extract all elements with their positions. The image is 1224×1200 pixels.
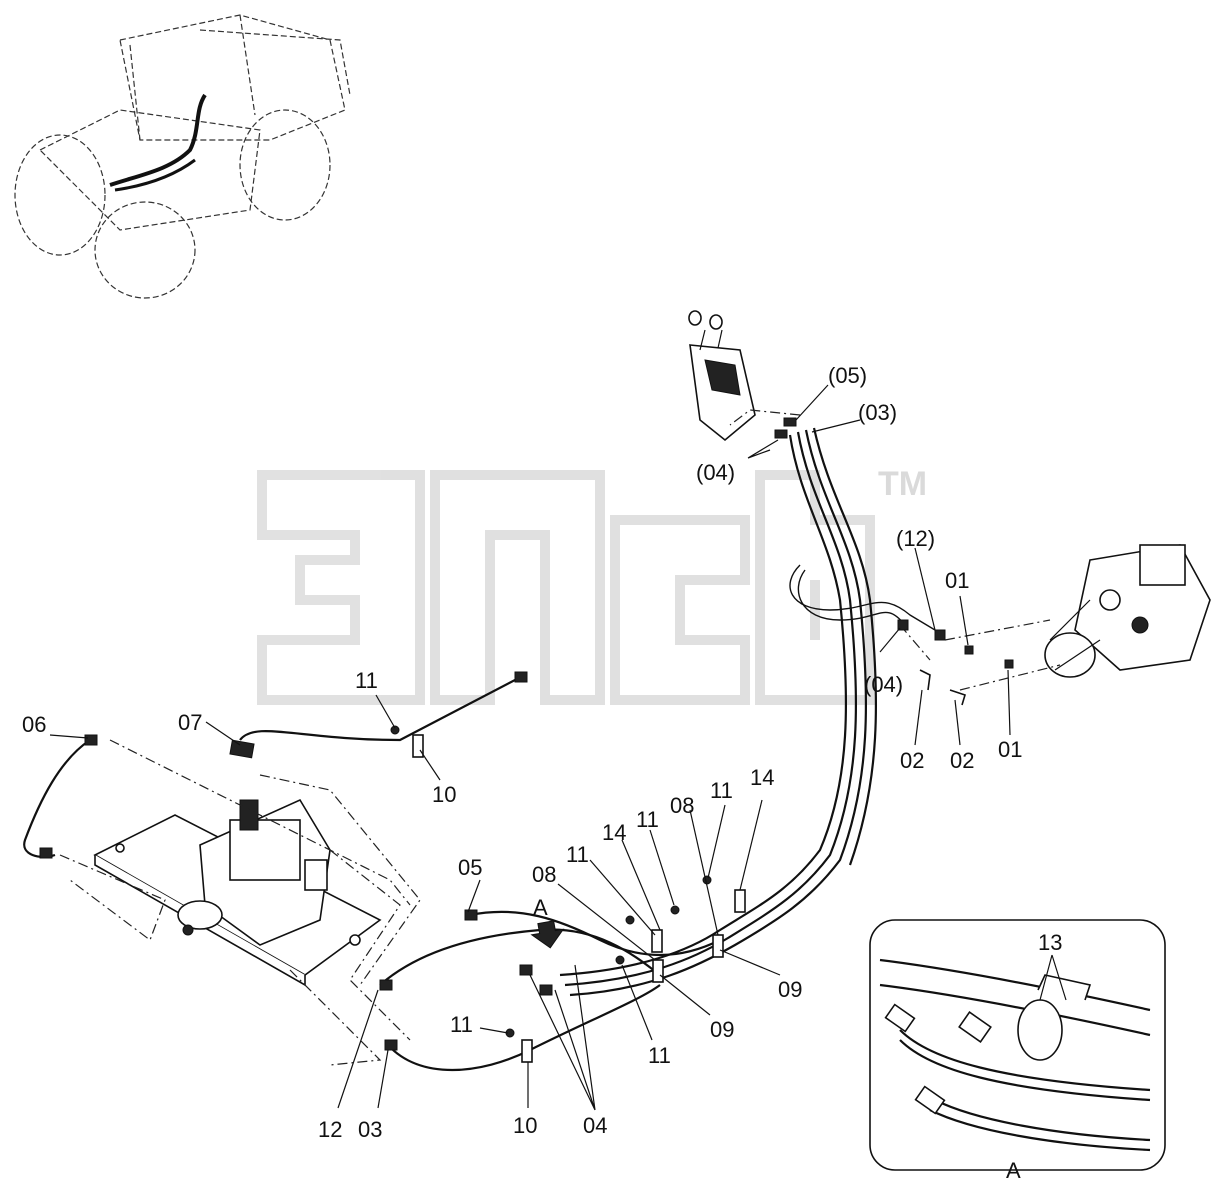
label-07: 07 [178,710,202,735]
label-11-e: 11 [648,1043,671,1068]
label-08-a: 08 [532,862,556,887]
label-10-a: 10 [432,782,456,807]
label-08-b: 08 [670,793,694,818]
label-05-top: (05) [828,363,867,388]
joystick-pilot-valve [688,310,756,442]
label-12-bottom: 12 [318,1117,342,1142]
label-11-d: 11 [710,778,733,803]
label-10-b: 10 [513,1113,537,1138]
hydraulic-pump [1044,544,1211,678]
label-03-bottom: 03 [358,1117,382,1142]
label-03-top: (03) [858,400,897,425]
label-11-b: 11 [566,842,589,867]
label-04-bottom: 04 [583,1113,607,1138]
tractor-thumbnail [14,14,351,299]
control-valve-assembly [93,798,382,987]
label-01-lower: 01 [998,737,1022,762]
label-06: 06 [22,712,46,737]
label-13: 13 [1038,930,1062,955]
callout-leaders [49,384,1011,1111]
label-05-mid: 05 [458,855,482,880]
callout-labels: (05) (03) (04) (12) 01 (04) 02 02 01 11 … [22,363,1062,1183]
detail-view-a [869,919,1166,1171]
label-a-arrow: A [533,895,548,920]
label-02-a: 02 [900,748,924,773]
label-11-a: 11 [355,668,378,693]
label-09-a: 09 [778,977,802,1002]
label-11-c: 11 [636,807,659,832]
label-a-detail: A [1006,1158,1021,1183]
tractor-harness-highlight [109,93,207,192]
watermark-logo: TM [257,465,927,705]
label-11-f: 11 [450,1012,473,1037]
fittings [39,417,1014,1051]
hose-clamps [390,725,746,1063]
label-04-mid: (04) [864,672,903,697]
label-09-b: 09 [710,1017,734,1042]
view-a-arrow [530,920,565,949]
label-12-top: (12) [896,526,935,551]
label-02-b: 02 [950,748,974,773]
dashdot-leaders [59,409,1061,1066]
label-14-b: 14 [750,765,774,790]
hose-bundle [559,427,936,997]
watermark-tm: TM [878,465,927,503]
label-01-upper: 01 [945,568,969,593]
label-04-top: (04) [696,460,735,485]
label-14-a: 14 [602,820,626,845]
